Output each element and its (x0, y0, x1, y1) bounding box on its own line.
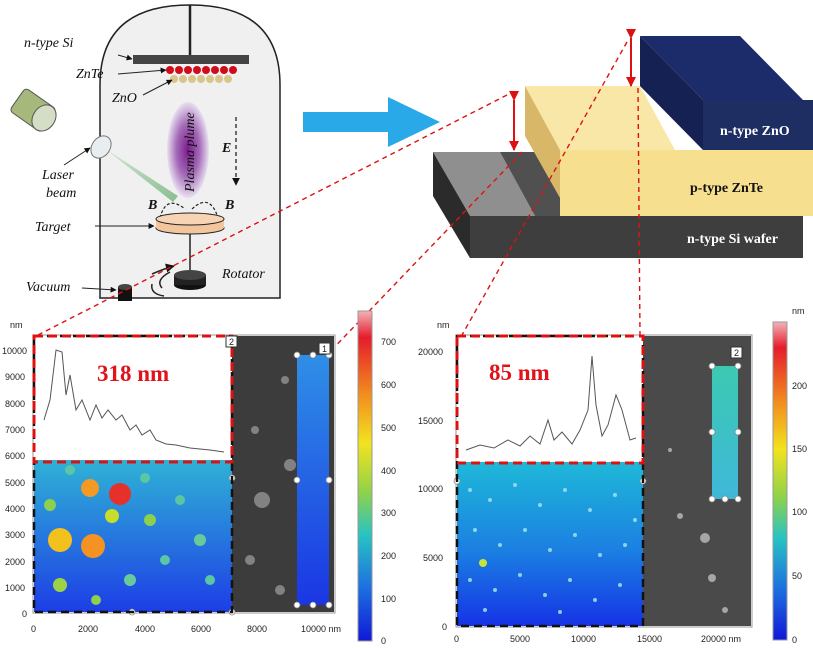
colorbar-right-unit: nm (792, 306, 805, 316)
afm-left-grains (44, 465, 215, 605)
afm-left-y-tick: 5000 (5, 478, 25, 488)
afm-left-x-tick: 10000 nm (301, 624, 341, 634)
afm-left-y-tick: 10000 (2, 346, 27, 356)
afm-left-y-tick: 3000 (5, 530, 25, 540)
rotator-label: Rotator (221, 267, 265, 282)
beam-label: beam (46, 186, 76, 201)
field-label: E (221, 141, 231, 156)
afm-left-x-tick: 8000 (247, 624, 267, 634)
afm-left-x-tick: 2000 (78, 624, 98, 634)
afm-right-y-ticks: 20000 15000 10000 5000 0 (418, 347, 447, 632)
afm-left-y-tick: 1000 (5, 583, 25, 593)
laser-label: Laser (41, 168, 74, 183)
afm-right-y-tick: 5000 (423, 553, 443, 563)
layer-znte-label: p-type ZnTe (690, 181, 763, 196)
target (155, 212, 225, 226)
afm-left-marker-b: 1 (322, 344, 327, 354)
laser-source (10, 88, 178, 202)
colorbar-left-tick: 600 (381, 380, 396, 390)
afm-left-x-tick: 6000 (191, 624, 211, 634)
zno-label: ZnO (112, 91, 137, 106)
colorbar-left: 700 600 500 400 300 200 100 0 (357, 310, 396, 646)
afm-right-x-tick: 20000 nm (701, 634, 741, 644)
colorbar-left-tick: 0 (381, 636, 386, 646)
colorbar-left-tick: 200 (381, 551, 396, 561)
afm-left-x-tick: 4000 (135, 624, 155, 634)
afm-right-x-tick: 10000 (571, 634, 596, 644)
rotator (174, 270, 206, 280)
colorbar-left-tick: 100 (381, 594, 396, 604)
afm-right-profile (465, 355, 637, 451)
afm-right-y-tick: 15000 (418, 416, 443, 426)
afm-right-unit: nm (437, 320, 450, 330)
afm-left-y-tick: 0 (22, 609, 27, 619)
afm-left-y-tick: 9000 (5, 372, 25, 382)
b-left-label: B (147, 198, 157, 213)
process-arrow-icon (303, 97, 440, 147)
afm-left-x-ticks: 0 2000 4000 6000 8000 10000 nm (31, 624, 341, 634)
afm-right-x-tick: 15000 (637, 634, 662, 644)
colorbar-left-tick: 500 (381, 423, 396, 433)
vacuum-port (118, 287, 132, 301)
afm-right-x-ticks: 0 5000 10000 15000 20000 nm (454, 634, 741, 644)
pld-chamber: Plasma plume E B B n-type (10, 4, 281, 301)
afm-left-marker-a: 2 (229, 337, 234, 347)
afm-right-y-tick: 10000 (418, 484, 443, 494)
afm-left-y-tick: 6000 (5, 451, 25, 461)
colorbar-right-tick: 0 (792, 635, 797, 645)
afm-left-thickness-label: 318 nm (97, 361, 169, 386)
afm-right-y-tick: 0 (442, 622, 447, 632)
colorbar-left-tick: 300 (381, 508, 396, 518)
afm-right-marker-a: 2 (734, 348, 739, 358)
afm-left-strip (297, 355, 329, 605)
device-stack: n-type ZnO p-type ZnTe n-type Si wafer (433, 29, 813, 258)
layer-si-label: n-type Si wafer (687, 232, 778, 247)
afm-left-y-tick: 4000 (5, 504, 25, 514)
colorbar-right-tick: 50 (792, 571, 802, 581)
afm-right-x-tick: 5000 (510, 634, 530, 644)
colorbar-right-tick: 200 (792, 381, 807, 391)
znte-label: ZnTe (76, 67, 104, 82)
plume-label: Plasma plume (183, 112, 198, 193)
afm-right: 85 nm 2 nm 20000 15000 10000 5000 0 0 50… (418, 320, 753, 644)
colorbar-left-tick: 700 (381, 337, 396, 347)
afm-left-profile (43, 349, 225, 453)
layer-zno-label: n-type ZnO (720, 124, 790, 139)
afm-left-x-tick: 0 (31, 624, 36, 634)
afm-left-unit: nm (10, 320, 23, 330)
substrate-holder (133, 55, 249, 64)
afm-left-y-tick: 2000 (5, 557, 25, 567)
colorbar-right-tick: 100 (792, 507, 807, 517)
afm-right-strip (712, 366, 738, 499)
afm-left-y-tick: 7000 (5, 425, 25, 435)
colorbar-right: nm 200 150 100 50 0 (772, 306, 807, 645)
znte-particles (166, 66, 237, 74)
b-right-label: B (224, 198, 234, 213)
afm-right-y-tick: 20000 (418, 347, 443, 357)
afm-right-grains (468, 483, 637, 614)
plasma-plume (167, 102, 209, 198)
afm-right-thickness-label: 85 nm (489, 360, 550, 385)
vacuum-label: Vacuum (26, 280, 70, 295)
substrate-label: n-type Si (24, 36, 73, 51)
afm-right-height-map (457, 462, 643, 626)
afm-right-x-tick: 0 (454, 634, 459, 644)
afm-left-y-ticks: 10000 9000 8000 7000 6000 5000 4000 3000… (2, 346, 27, 619)
afm-left-y-tick: 8000 (5, 399, 25, 409)
colorbar-right-tick: 150 (792, 444, 807, 454)
connector-lines (37, 41, 641, 463)
afm-left: 318 nm 2 1 nm 10000 9000 8000 7000 6000 … (2, 320, 341, 634)
colorbar-left-tick: 400 (381, 466, 396, 476)
target-label: Target (35, 220, 72, 235)
